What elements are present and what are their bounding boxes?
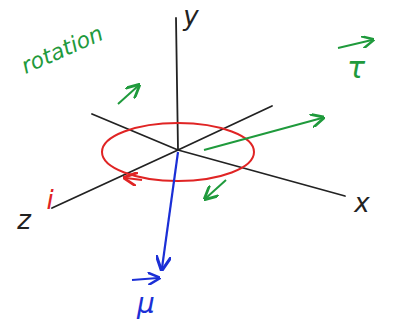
z-axis bbox=[52, 150, 178, 208]
rotation-arrow bbox=[206, 180, 226, 198]
vector-overarrow bbox=[132, 278, 158, 280]
current-direction-arrow bbox=[126, 178, 142, 180]
axis-label: x bbox=[354, 190, 369, 216]
rotation-arrow bbox=[118, 86, 138, 104]
torque-vector bbox=[204, 118, 322, 150]
y-axis bbox=[176, 18, 178, 150]
x-axis bbox=[178, 150, 345, 196]
torque-label: τ bbox=[347, 53, 365, 83]
current-label: i bbox=[46, 187, 53, 213]
rotation-label: rotation bbox=[18, 22, 106, 77]
vector-overarrow bbox=[338, 40, 372, 48]
axis-label: z bbox=[17, 207, 31, 233]
axis-label: y bbox=[183, 3, 198, 29]
magnetic-moment-vector bbox=[162, 152, 178, 268]
magnetic-moment-label: μ bbox=[137, 290, 155, 318]
